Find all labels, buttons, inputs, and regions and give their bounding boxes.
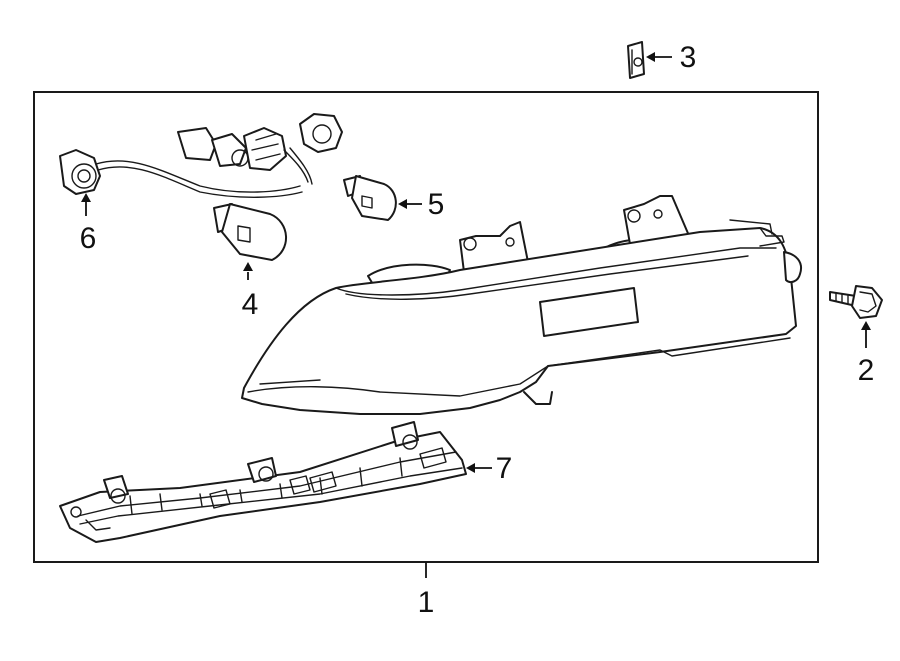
small-bulb-part[interactable] [343, 175, 397, 221]
callout-5[interactable]: 5 [398, 188, 444, 221]
callout-4-label: 4 [242, 288, 259, 321]
large-bulb-part[interactable] [213, 203, 287, 261]
lower-trim-part[interactable] [59, 421, 467, 543]
callout-3[interactable]: 3 [646, 41, 696, 74]
callout-7-label: 7 [496, 452, 513, 485]
callout-5-label: 5 [428, 188, 445, 221]
callout-3-label: 3 [680, 41, 697, 74]
bolt-part[interactable] [829, 285, 883, 319]
callout-6-label: 6 [80, 222, 97, 255]
callout-2-label: 2 [858, 354, 875, 387]
callout-1-label: 1 [418, 586, 435, 619]
clip-nut-part[interactable] [627, 41, 645, 79]
callout-7[interactable]: 7 [466, 452, 512, 485]
callout-1[interactable]: 1 [418, 562, 435, 619]
socket-wiring-harness-part[interactable] [59, 113, 343, 198]
lamp-housing-part[interactable] [241, 195, 802, 415]
callout-4[interactable]: 4 [242, 262, 259, 321]
callout-6[interactable]: 6 [80, 193, 97, 255]
callout-2[interactable]: 2 [858, 321, 875, 387]
